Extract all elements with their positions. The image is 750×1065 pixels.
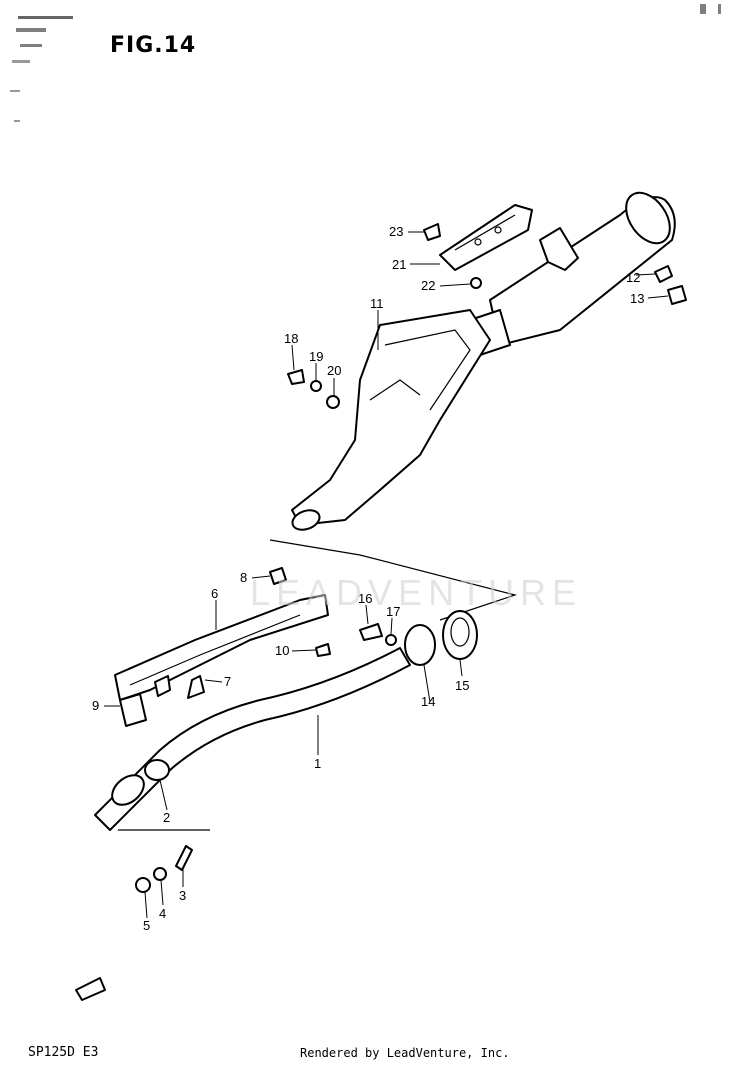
muffler	[291, 191, 676, 531]
assembly-guides	[118, 539, 518, 831]
callout-10: 10	[275, 643, 289, 658]
callout-7: 7	[224, 674, 231, 689]
callout-9: 9	[92, 698, 99, 713]
callout-4: 4	[159, 906, 166, 921]
heat-shield-upper	[439, 204, 533, 271]
callout-18: 18	[284, 331, 298, 346]
watermark: LEADVENTURE	[250, 572, 583, 613]
callout-20: 20	[327, 363, 341, 378]
callout-2: 2	[163, 810, 170, 825]
callout-16: 16	[358, 591, 372, 606]
pipe-clamps	[315, 610, 478, 666]
callout-6: 6	[211, 586, 218, 601]
callout-22: 22	[421, 278, 435, 293]
exhaust-pipe	[94, 647, 411, 831]
callout-23: 23	[389, 224, 403, 239]
scan-noise	[10, 4, 721, 122]
lower-fasteners	[75, 567, 287, 1001]
callout-3: 3	[179, 888, 186, 903]
callout-11: 11	[370, 296, 384, 311]
callout-17: 17	[386, 604, 400, 619]
callout-14: 14	[421, 694, 435, 709]
callout-8: 8	[240, 570, 247, 585]
callout-15: 15	[455, 678, 469, 693]
leader-lines	[104, 231, 669, 919]
model-code: SP125D E3	[28, 1045, 99, 1060]
callout-13: 13	[630, 291, 644, 306]
credit-line: Rendered by LeadVenture, Inc.	[300, 1046, 510, 1060]
upper-fasteners	[287, 223, 687, 409]
callout-21: 21	[392, 257, 406, 272]
callout-labels: 1 2 3 4 5 6 7 8 9 10 11 12 13 14 15 16 1…	[92, 224, 644, 933]
callout-19: 19	[309, 349, 323, 364]
callout-1: 1	[314, 756, 321, 771]
callout-12: 12	[626, 270, 640, 285]
figure-title: FIG.14	[110, 33, 197, 58]
callout-5: 5	[143, 918, 150, 933]
